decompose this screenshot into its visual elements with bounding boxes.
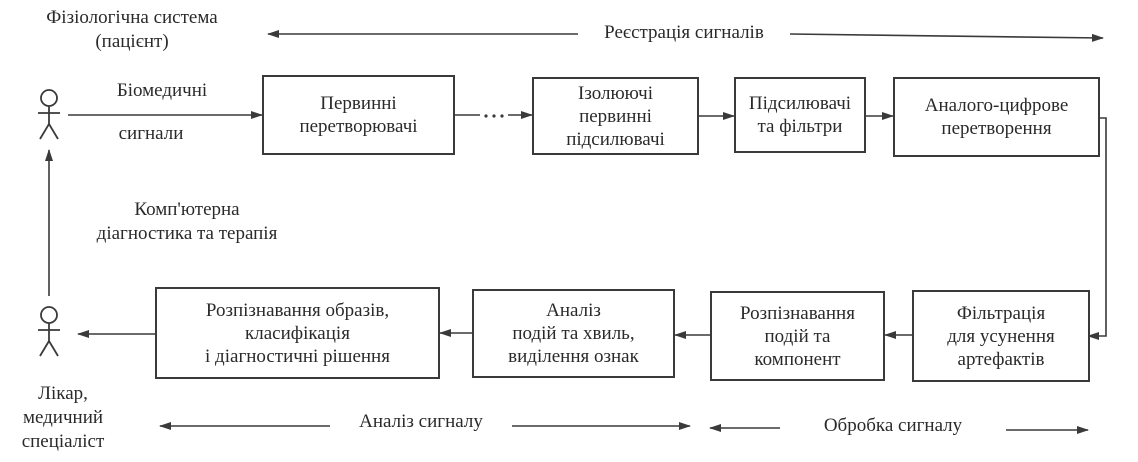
block-event-analysis-label: Аналіз подій та хвиль, виділення ознак xyxy=(508,300,639,367)
block-primary-transducers-label: Первинні перетворювачі xyxy=(299,93,418,137)
block-amplifiers-filters-label: Підсилювачі та фільтри xyxy=(748,93,852,137)
block-pattern-recognition: Розпізнавання образів, класифікація і ді… xyxy=(155,287,440,379)
transducers-to-isolating-arrow xyxy=(455,111,533,119)
block-adc: Аналого-цифрове перетворення xyxy=(893,77,1100,157)
block-isolating-amplifiers: Ізолюючі первинні підсилювачі xyxy=(532,77,699,155)
computer-diagnostics-label: Комп'ютерна діагностика та терапія xyxy=(96,199,278,244)
person-icon xyxy=(38,306,60,357)
signal-analysis-label: Аналіз сигналу xyxy=(359,411,483,432)
block-pattern-recognition-label: Розпізнавання образів, класифікація і ді… xyxy=(205,299,390,367)
registration-range-arrow xyxy=(267,30,1104,42)
processing-range-arrow xyxy=(709,424,1089,434)
block-adc-label: Аналого-цифрове перетворення xyxy=(924,95,1069,139)
block-amplifiers-filters: Підсилювачі та фільтри xyxy=(734,77,866,153)
biomedical-signals-label-2: сигнали xyxy=(118,123,184,144)
block-artifact-filtering: Фільтрація для усунення артефактів xyxy=(912,290,1090,382)
block-event-recognition-label: Розпізнавання подій та компонент xyxy=(740,302,855,370)
doctor-label: Лікар, медичний спеціаліст xyxy=(21,383,105,452)
block-primary-transducers: Первинні перетворювачі xyxy=(262,75,455,155)
signal-registration-label: Реєстрація сигналів xyxy=(604,22,764,43)
block-event-recognition: Розпізнавання подій та компонент xyxy=(710,291,885,381)
person-icon xyxy=(38,89,60,140)
physiological-system-label: Фізіологічна система (пацієнт) xyxy=(46,7,218,52)
block-artifact-filtering-label: Фільтрація для усунення артефактів xyxy=(947,302,1055,370)
block-event-analysis: Аналіз подій та хвиль, виділення ознак xyxy=(472,289,675,378)
block-isolating-amplifiers-label: Ізолюючі первинні підсилювачі xyxy=(566,82,665,150)
adc-to-filtering-arrow xyxy=(1087,117,1107,340)
signal-processing-label: Обробка сигналу xyxy=(823,415,963,436)
biomedical-signals-label: Біомедичні xyxy=(116,80,208,101)
